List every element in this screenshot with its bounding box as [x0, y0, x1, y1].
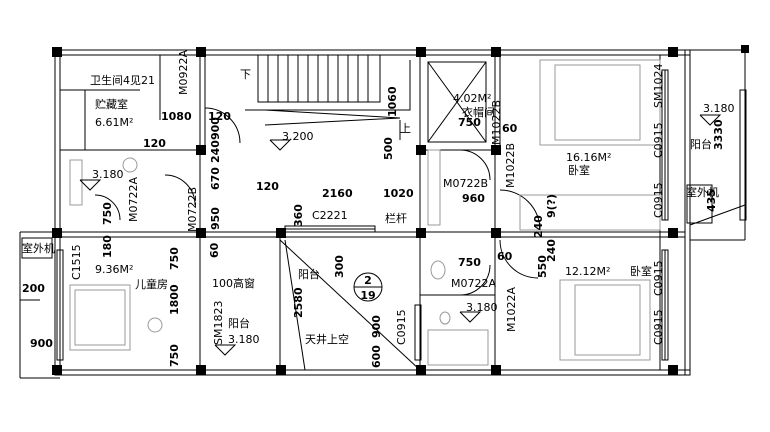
dim-750b: 750	[101, 202, 114, 225]
dim-300: 300	[333, 255, 346, 278]
dim-670: 670	[209, 167, 222, 190]
levels: 3.200 3.180 3.180 3.180 3.180	[92, 102, 735, 346]
code-m0722a1: M0722A	[127, 177, 140, 222]
code-m0722b2: M0722B	[186, 187, 199, 232]
detail-index: 2 19	[353, 272, 383, 302]
windows	[56, 69, 747, 361]
courtyard-label: 天井上空	[305, 332, 349, 346]
balcony1: 阳台	[690, 137, 712, 151]
level-3180c: 3.180	[228, 333, 260, 346]
child-label: 儿童房	[135, 277, 168, 291]
code-m1022b1: M1022B	[504, 143, 517, 188]
closet-label: 衣帽间	[462, 105, 495, 119]
dim-550: 550	[536, 255, 549, 278]
code-m1022b2: M1022B	[490, 100, 503, 145]
furniture	[69, 59, 661, 366]
code-c0915-3: C0915	[652, 260, 665, 296]
dim-200: 200	[22, 282, 45, 295]
railing-label: 栏杆	[385, 211, 407, 225]
dim-240: 240	[209, 140, 222, 163]
dim-240c: 240	[545, 239, 558, 262]
balcony-lines	[20, 184, 746, 371]
dim-900b: 900	[370, 315, 383, 338]
balcony2: 阳台	[228, 316, 250, 330]
dim-2580: 2580	[292, 287, 305, 318]
code-m0722b1: M0722B	[443, 177, 488, 190]
dim-60a: 60	[502, 122, 518, 135]
closet	[427, 61, 487, 226]
outdoor-unit1: 室外机	[22, 241, 55, 255]
dim-600: 600	[370, 345, 383, 368]
dim-960: 960	[462, 192, 485, 205]
columns	[52, 45, 749, 375]
code-m0922a: M0922A	[177, 50, 190, 95]
code-sm1024: SM1024	[652, 64, 665, 108]
code-c2221: C2221	[312, 209, 348, 222]
dim-900c: 900	[30, 337, 53, 350]
door-swings	[94, 107, 541, 296]
code-c1515: C1515	[70, 244, 83, 280]
index-bottom: 19	[360, 289, 375, 302]
dim-750e: 750	[458, 256, 481, 269]
dim-60b: 60	[208, 242, 221, 258]
dim-180: 180	[101, 235, 114, 258]
dim-360: 360	[292, 204, 305, 227]
code-c0915-2: C0915	[652, 182, 665, 218]
bath1-title: 卫生间4见21	[90, 73, 155, 87]
outer-walls	[19, 49, 746, 379]
bed1-label: 卧室	[568, 163, 590, 177]
storage-label: 贮藏室	[95, 97, 128, 111]
high-window: 100高窗	[212, 276, 255, 290]
bed1-area: 16.16M²	[566, 151, 611, 164]
code-c0915-1: C0915	[652, 122, 665, 158]
dim-1020: 1020	[383, 187, 414, 200]
level-3180b: 3.180	[92, 168, 124, 181]
downstair-label: 下	[240, 68, 251, 81]
upstair-label: 上	[400, 122, 411, 135]
dim-435: 435	[705, 189, 718, 212]
code-sm1823: SM1823	[212, 301, 225, 345]
child-area: 9.36M²	[95, 263, 133, 276]
dim-750c: 750	[168, 247, 181, 270]
dim-9x: 9(?)	[545, 194, 558, 218]
room-labels: 卫生间4见21 贮藏室 6.61M² 4.02M² 衣帽间 16.16M² 卧室…	[22, 68, 719, 346]
code-c0915-4: C0915	[652, 309, 665, 345]
dim-750a: 750	[458, 116, 481, 129]
interior-walls	[60, 55, 685, 370]
dim-1800: 1800	[168, 284, 181, 315]
dim-950: 950	[209, 207, 222, 230]
codes: M0922A SM1024 M0722B M0722B M1022B M1022…	[70, 50, 665, 345]
balcony3: 阳台	[298, 267, 320, 281]
bed2-area: 12.12M²	[565, 265, 610, 278]
code-m0722a2: M0722A	[451, 277, 496, 290]
dimensions: 1080 120 120 240 900 670 950 120 2160 10…	[22, 86, 725, 368]
code-c0915-5: C0915	[395, 309, 408, 345]
dim-900a: 900	[209, 117, 222, 140]
dim-120a: 120	[208, 110, 231, 123]
code-m1022a: M1022A	[505, 287, 518, 332]
dim-1060: 1060	[386, 86, 399, 117]
closet-area: 4.02M²	[453, 92, 491, 105]
bed2-label: 卧室	[630, 264, 652, 278]
level-3180a: 3.180	[703, 102, 735, 115]
dim-500: 500	[382, 137, 395, 160]
level-3200: 3.200	[282, 130, 314, 143]
dim-2160: 2160	[322, 187, 353, 200]
stairs	[245, 54, 411, 140]
outdoor-unit2: 室外机	[686, 185, 719, 199]
dim-1080: 1080	[161, 110, 192, 123]
index-top: 2	[364, 274, 372, 287]
dim-750d: 750	[168, 344, 181, 367]
dim-60c: 60	[497, 250, 513, 263]
dim-240b: 240	[532, 215, 545, 238]
dim-120c: 120	[256, 180, 279, 193]
dim-3330: 3330	[712, 119, 725, 150]
storage-area: 6.61M²	[95, 116, 133, 129]
level-markers	[79, 114, 722, 356]
level-3180d: 3.180	[466, 301, 498, 314]
dim-120b: 120	[143, 137, 166, 150]
